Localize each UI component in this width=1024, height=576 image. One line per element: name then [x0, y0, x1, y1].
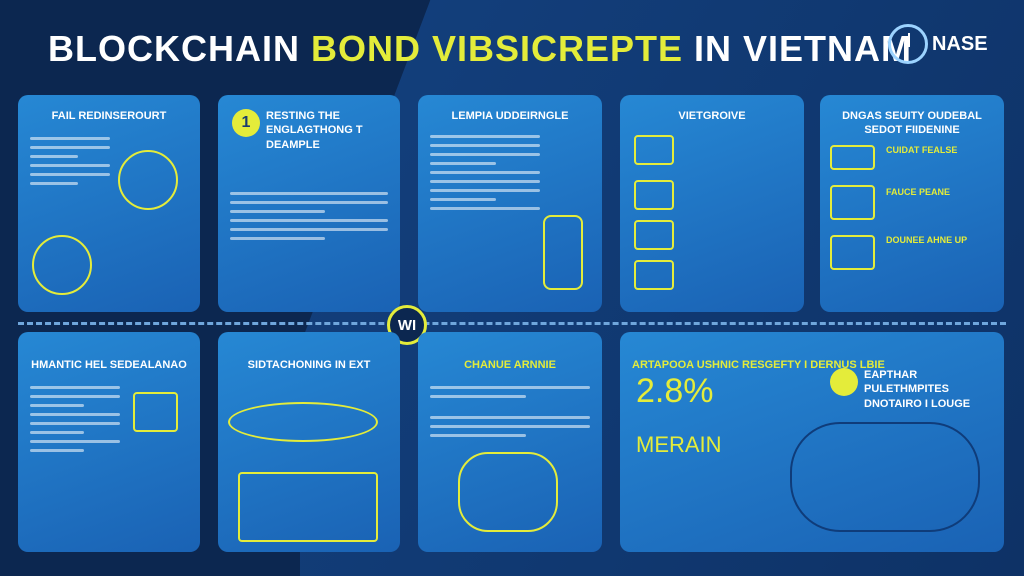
map-icon: [458, 452, 558, 532]
panel-title: CHANUE ARNNIE: [464, 359, 556, 371]
step-number: 1: [232, 109, 260, 137]
callout: EAPTHAR PULETHMPITES DNOTAIRO I LOUGE: [864, 369, 971, 410]
stat-value: 2.8%: [636, 372, 714, 410]
circuit-icon: [634, 180, 674, 210]
panel-title: SIDTACHONING IN EXT: [247, 359, 371, 371]
book-icon: [830, 145, 875, 170]
panel-9: ARTAPOOA USHNIC RESGEFTY I DERNUS LBIE 2…: [620, 332, 1004, 552]
panel-5: DNGAS SEUITY OUDEBAL SEDOT FIIDENINE CUI…: [820, 95, 1004, 312]
panel-8: CHANUE ARNNIE: [418, 332, 602, 552]
stat-label: MERAIN: [636, 432, 722, 457]
ship-icon: [634, 135, 674, 165]
panel-title: LEMPIA UDDEIRNGLE: [451, 110, 569, 122]
bridge-icon: [830, 235, 875, 270]
subheading: FAUCE PEANE: [886, 187, 951, 197]
logo: NASE: [888, 24, 988, 64]
skyline-icon: [238, 472, 378, 542]
globe-icon: [118, 150, 178, 210]
page-title: BLOCKCHAIN BOND VIBSICREPTE IN VIETNAM: [48, 28, 913, 69]
panel-title: HMANTIC HEL SEDEALANAO: [31, 359, 187, 371]
panel-title: ARTAPOOA USHNIC RESGEFTY I DERNUS LBIE: [632, 359, 885, 371]
panel-title: VIETGROIVE: [678, 110, 746, 122]
panel-7: SIDTACHONING IN EXT: [218, 332, 400, 552]
dragon-illustration: [790, 422, 980, 532]
building-icon: [634, 220, 674, 250]
divider: [18, 322, 1006, 325]
boat-icon: [228, 402, 378, 442]
icon-badge: [830, 368, 858, 396]
scroll-icon: [830, 185, 875, 220]
panel-3: LEMPIA UDDEIRNGLE: [418, 95, 602, 312]
clock-icon: [888, 24, 928, 64]
panel-4: VIETGROIVE: [620, 95, 804, 312]
panel-6: HMANTIC HEL SEDEALANAO: [18, 332, 200, 552]
phone-icon: [543, 215, 583, 290]
logo-text: NASE: [932, 32, 988, 55]
panel-title: RESTING THE ENGLAGTHONG T DEAMPLE: [266, 110, 363, 151]
panel-1: FAIL REDINSEROURT: [18, 95, 200, 312]
panel-title: DNGAS SEUITY OUDEBAL SEDOT FIIDENINE: [842, 110, 982, 137]
panel-2: 1 RESTING THE ENGLAGTHONG T DEAMPLE: [218, 95, 400, 312]
bottle-icon: [634, 260, 674, 290]
subheading: DOUNEE AHNE UP: [886, 235, 968, 245]
panel-title: FAIL REDINSEROURT: [51, 110, 167, 122]
plant-icon: [133, 392, 178, 432]
chip-icon: [32, 235, 92, 295]
subheading: CUIDAT FEALSE: [886, 145, 958, 155]
